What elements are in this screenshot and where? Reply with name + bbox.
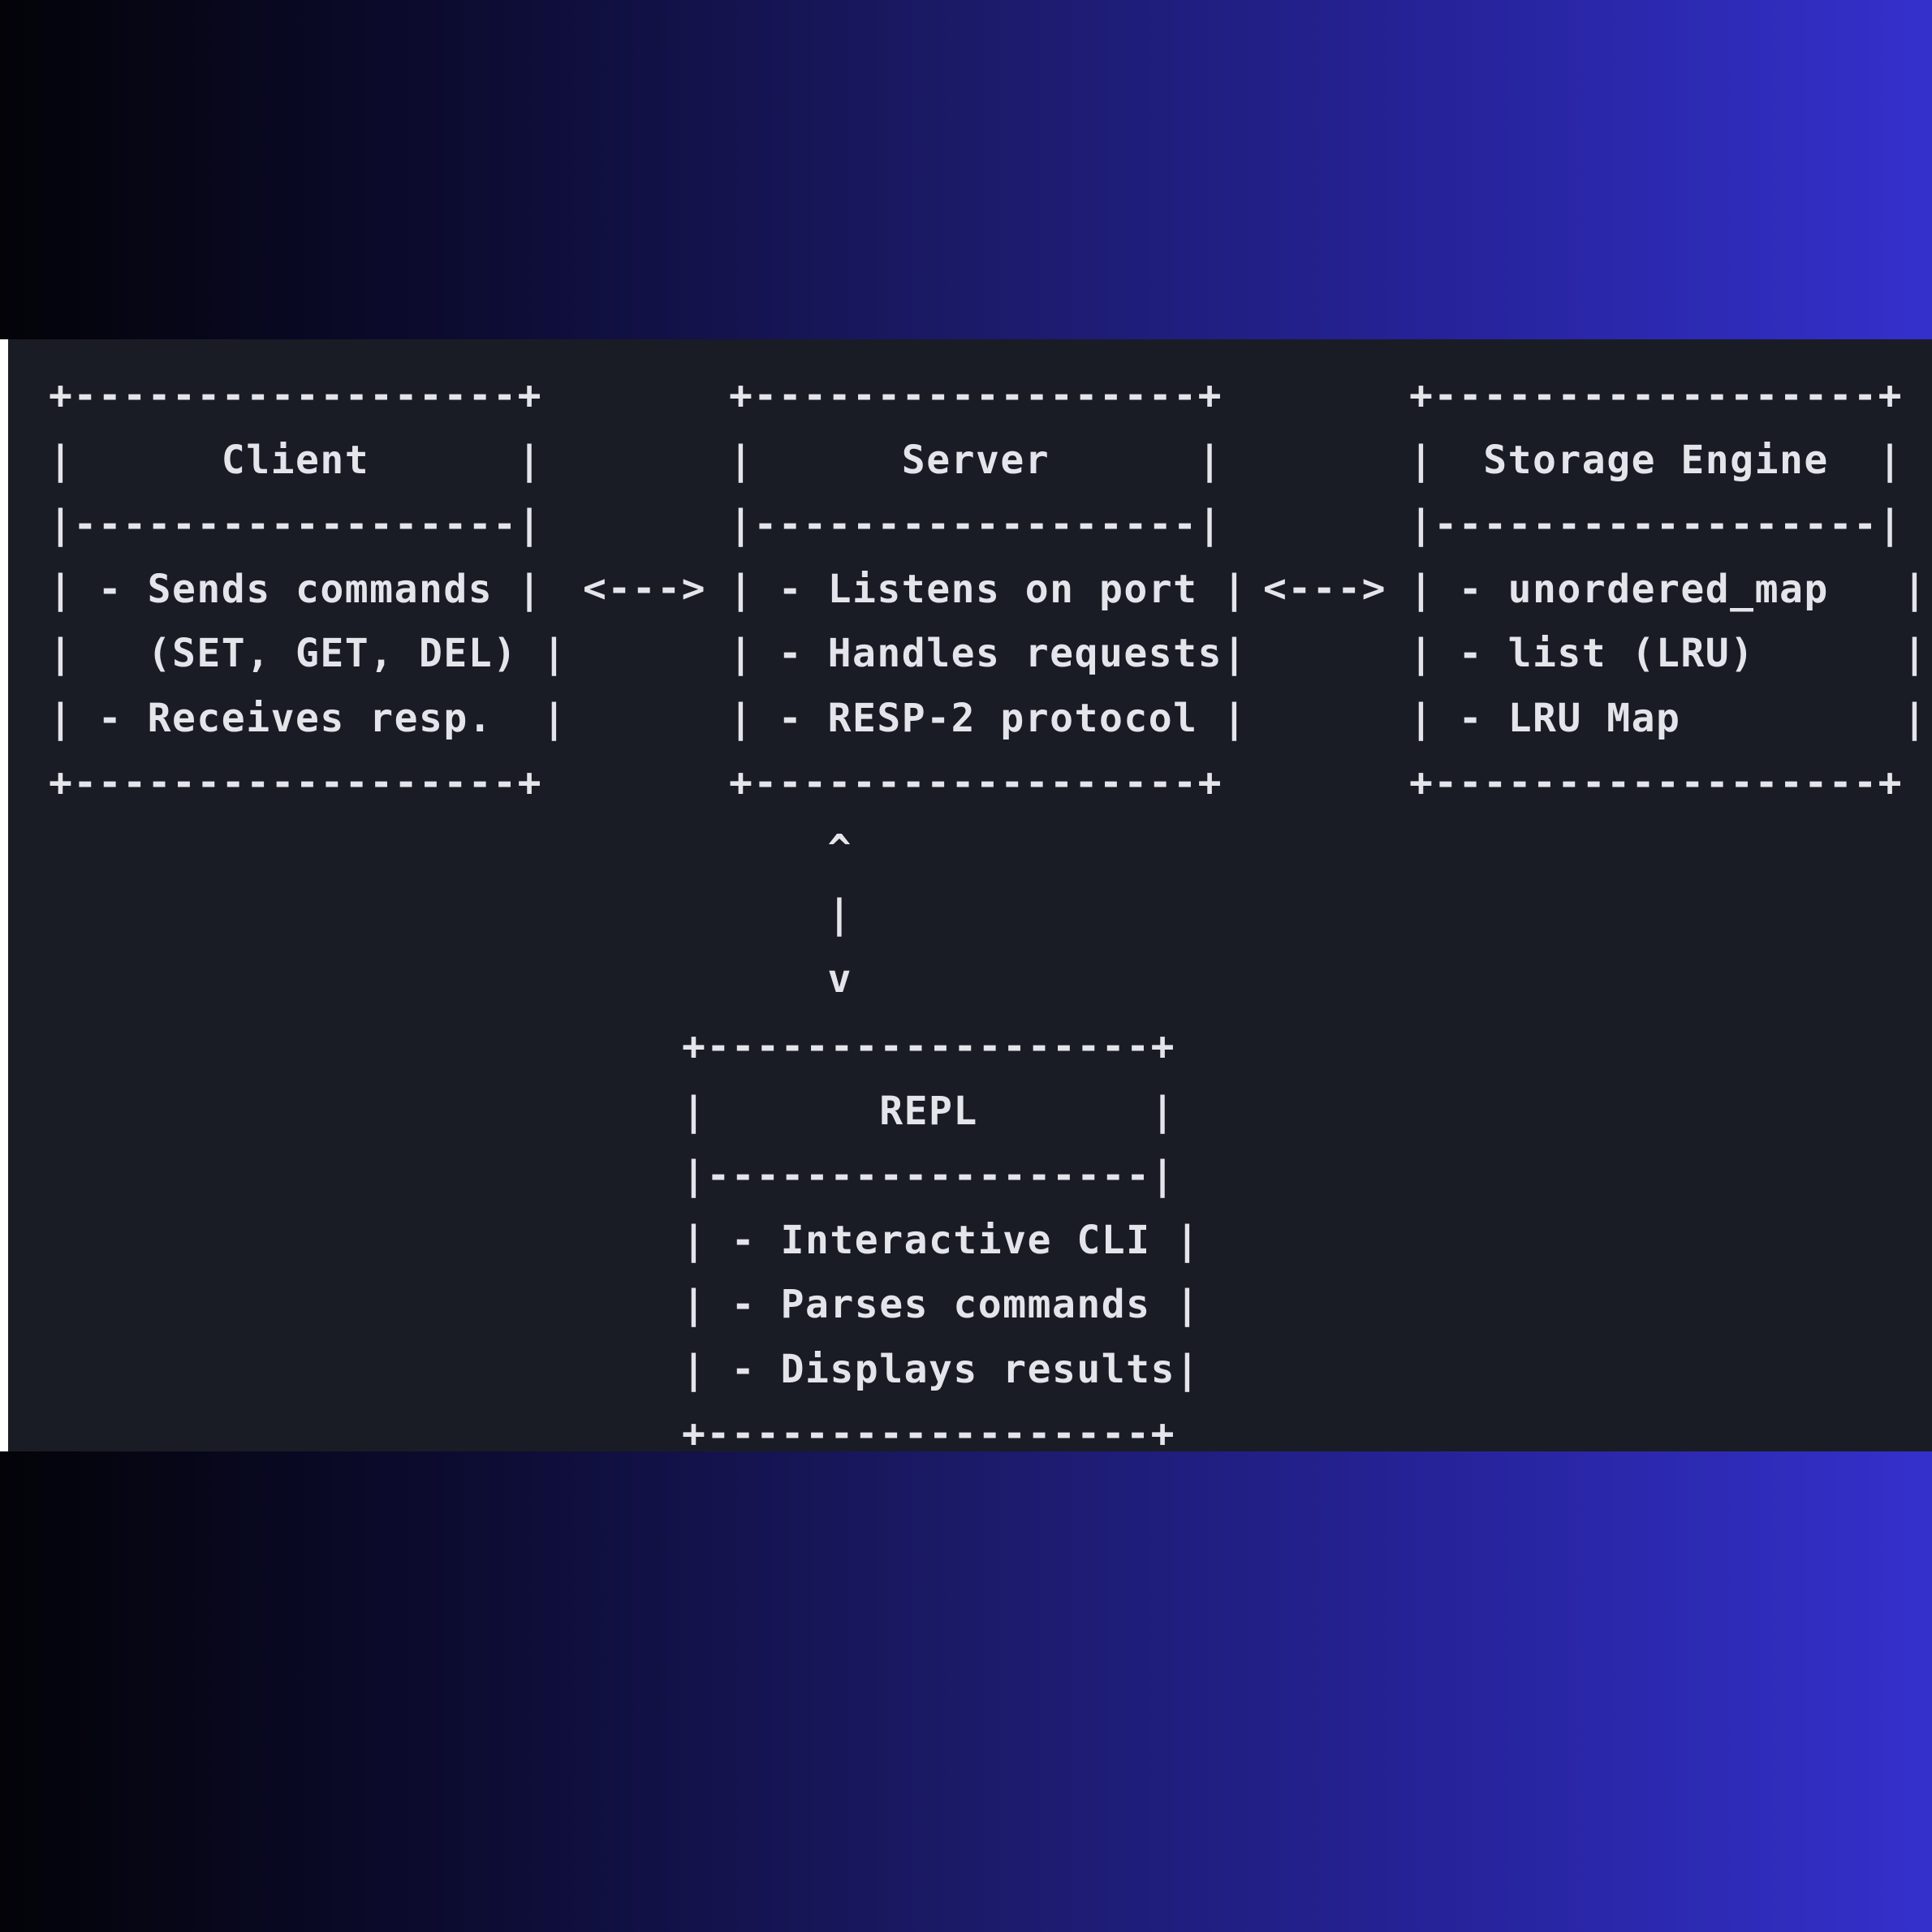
server-box-item: | - Listens on port | [729, 566, 1248, 612]
server-box-border-top: +------------------+ [729, 373, 1223, 418]
client-box-divider: |------------------| [49, 502, 542, 547]
storage-box-title: | Storage Engine | [1409, 437, 1903, 483]
server-repl-arrow: ^ | v [823, 817, 856, 1011]
repl-box-title: | REPL | [682, 1088, 1175, 1134]
repl-box-border-top: +------------------+ [682, 1024, 1175, 1069]
repl-box: +------------------+ | REPL | |-----------… [682, 1015, 1200, 1467]
storage-box-border-bottom: +------------------+ [1409, 760, 1903, 805]
panel-left-edge [0, 339, 8, 1451]
storage-engine-box: +------------------+ | Storage Engine | |-… [1409, 364, 1927, 816]
storage-box-divider: |------------------| [1409, 502, 1903, 547]
client-server-arrow: <---> [583, 566, 706, 611]
server-box-item: | - RESP-2 protocol | [729, 695, 1248, 741]
server-box: +------------------+ | Server | |---------… [729, 364, 1247, 816]
diagram-panel: +------------------+ | Client | |---------… [0, 339, 1932, 1456]
arrow-down-head: v [827, 956, 852, 1002]
server-box-border-bottom: +------------------+ [729, 760, 1223, 805]
repl-box-item: | - Parses commands | [682, 1282, 1201, 1327]
repl-box-border-bottom: +------------------+ [682, 1411, 1175, 1456]
client-box-item: | (SET, GET, DEL) | [49, 631, 567, 676]
storage-box-item: | - LRU Map | [1409, 695, 1928, 741]
client-box-border-bottom: +------------------+ [49, 760, 542, 805]
client-box-item: | - Receives resp. | [49, 695, 567, 741]
repl-box-item: | - Interactive CLI | [682, 1217, 1201, 1263]
arrow-up-head: ^ [827, 826, 852, 872]
client-box-title: | Client | [49, 437, 542, 483]
repl-box-divider: |------------------| [682, 1153, 1175, 1198]
server-box-title: | Server | [729, 437, 1223, 483]
server-box-divider: |------------------| [729, 502, 1223, 547]
client-box: +------------------+ | Client | |---------… [49, 364, 567, 816]
client-box-border-top: +------------------+ [49, 373, 542, 418]
storage-box-border-top: +------------------+ [1409, 373, 1903, 418]
repl-box-item: | - Displays results| [682, 1346, 1201, 1392]
arrow-shaft: | [827, 891, 852, 937]
storage-box-item: | - unordered_map | [1409, 566, 1928, 612]
server-box-item: | - Handles requests| [729, 631, 1248, 676]
server-storage-arrow: <---> [1263, 566, 1386, 611]
client-box-item: | - Sends commands | [49, 566, 542, 612]
storage-box-item: | - list (LRU) | [1409, 631, 1928, 676]
